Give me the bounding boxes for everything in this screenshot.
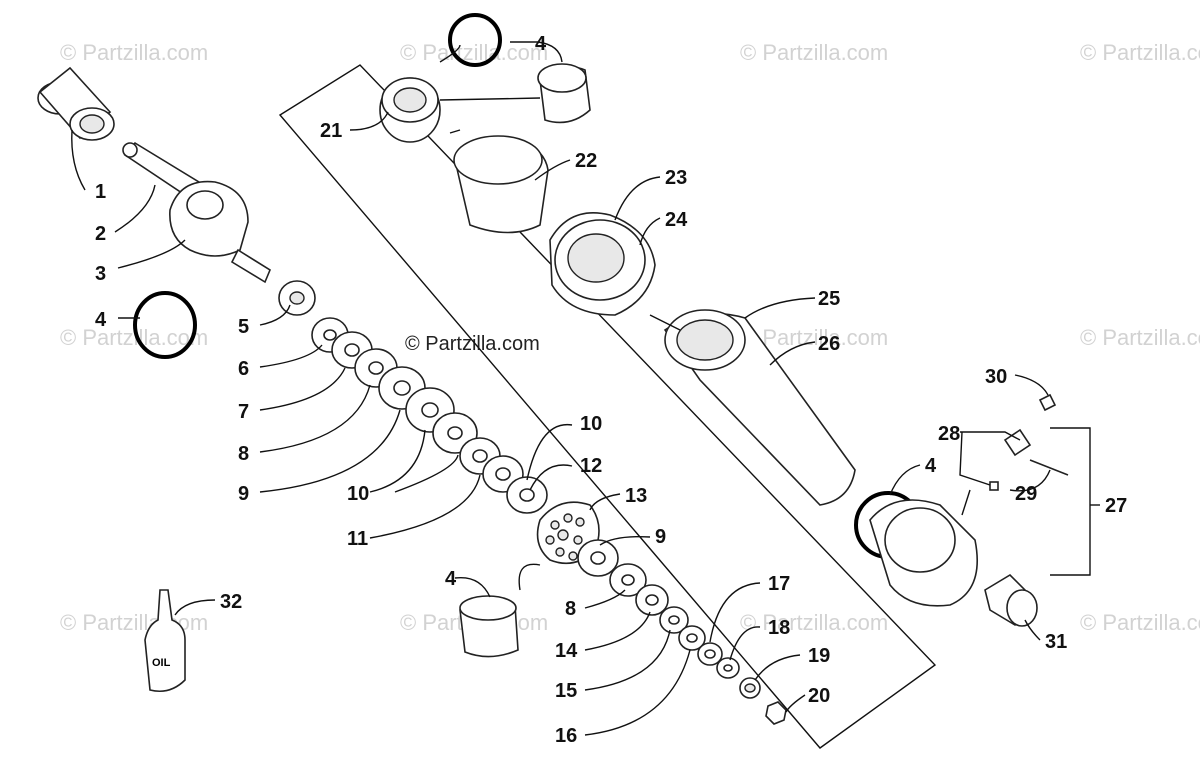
part-27-valve-assembly (989, 393, 1069, 491)
callout-2: 2 (95, 223, 106, 245)
part-20-nut (765, 701, 787, 725)
callout-8-lower: 8 (565, 598, 576, 620)
watermark-2: © Partzilla.com (400, 40, 548, 65)
part-25-26-shock-body (663, 309, 856, 506)
callout-3: 3 (95, 263, 106, 285)
callout-24: 24 (665, 209, 688, 231)
callout-21: 21 (320, 120, 342, 142)
part-4-oring-left (133, 291, 197, 359)
part-1-bushing (37, 66, 115, 141)
washer-stack (278, 280, 548, 514)
part-reservoir-body (869, 499, 978, 607)
callout-31: 31 (1045, 631, 1067, 653)
callout-12: 12 (580, 455, 602, 477)
callout-4-top: 4 (535, 33, 547, 55)
callout-10-lower: 10 (347, 483, 369, 505)
callout-13: 13 (625, 485, 647, 507)
callout-15: 15 (555, 680, 577, 702)
watermark-3: © Partzilla.com (740, 40, 888, 65)
washer-stack-lower (577, 539, 787, 725)
leader-lines (71, 41, 1100, 736)
watermark-1: © Partzilla.com (60, 40, 208, 65)
callout-9-lower: 9 (655, 526, 666, 548)
part-32-oil-bottle: OIL (144, 589, 186, 693)
callout-25: 25 (818, 288, 840, 310)
callout-8-upper: 8 (238, 443, 249, 465)
callout-4-right: 4 (925, 455, 937, 477)
callout-22: 22 (575, 150, 597, 172)
callout-5: 5 (238, 316, 249, 338)
callout-4-lower: 4 (445, 568, 457, 590)
watermarks: © Partzilla.com © Partzilla.com © Partzi… (60, 40, 1200, 635)
callout-17: 17 (768, 573, 790, 595)
callout-4-left: 4 (95, 309, 107, 331)
part-22-bushing (453, 135, 549, 234)
part-4-oring-top (448, 13, 502, 67)
part-31-bushing (984, 573, 1038, 627)
callout-labels: 1 2 3 4 5 6 7 8 9 10 11 10 12 13 9 4 8 1… (95, 33, 1127, 747)
callout-30: 30 (985, 366, 1007, 388)
callout-27: 27 (1105, 495, 1127, 517)
part-3-eyelet (169, 180, 271, 284)
part-4-ring-top (537, 63, 591, 124)
callout-11: 11 (347, 528, 368, 550)
callout-6: 6 (238, 358, 249, 380)
callout-14: 14 (555, 640, 578, 662)
callout-20: 20 (808, 685, 830, 707)
callout-1: 1 (95, 181, 106, 203)
callout-19: 19 (808, 645, 830, 667)
watermark-4: © Partzilla.com (1080, 40, 1200, 65)
callout-29: 29 (1015, 483, 1037, 505)
part-21-seal-head (379, 77, 441, 143)
callout-32: 32 (220, 591, 242, 613)
oil-label: OIL (152, 657, 171, 669)
callout-23: 23 (665, 167, 687, 189)
watermark-8: © Partzilla.com (60, 610, 208, 635)
callout-28: 28 (938, 423, 960, 445)
part-4-ring-lower (459, 595, 519, 658)
watermark-11: © Partzilla.com (1080, 610, 1200, 635)
callout-16: 16 (555, 725, 577, 747)
watermark-7: © Partzilla.com (1080, 325, 1200, 350)
callout-7: 7 (238, 401, 249, 423)
assembly-outline-box (278, 64, 937, 749)
callout-10-upper: 10 (580, 413, 602, 435)
callout-9-upper: 9 (238, 483, 249, 505)
watermark-center: © Partzilla.com (405, 333, 540, 355)
watermark-10: © Partzilla.com (740, 610, 888, 635)
part-23-24-spring-adjuster (549, 211, 656, 316)
callout-18: 18 (768, 617, 790, 639)
callout-26: 26 (818, 333, 840, 355)
